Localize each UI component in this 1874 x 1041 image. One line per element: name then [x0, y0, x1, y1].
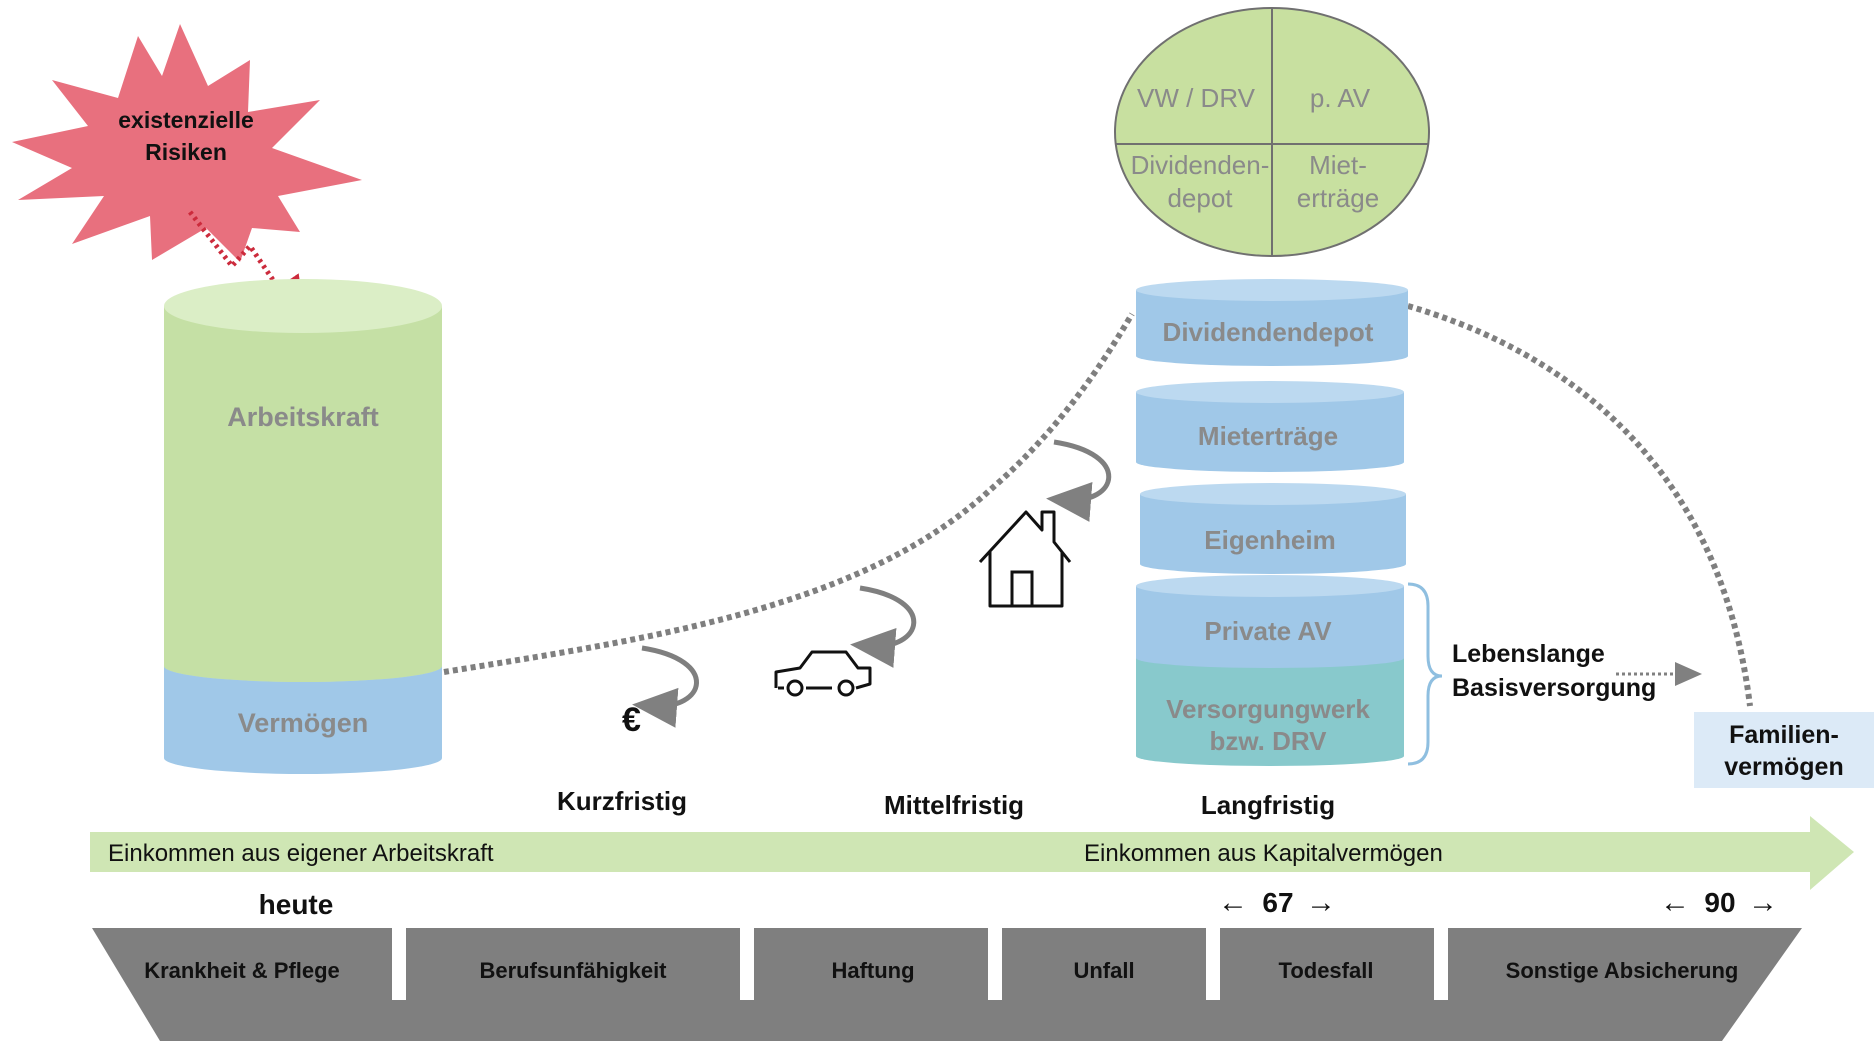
workforce-cylinder: Arbeitskraft Vermögen	[164, 279, 442, 774]
decline-curve	[1407, 303, 1753, 707]
basis-line1: Lebenslange	[1452, 640, 1605, 668]
age-67-marker: ← 67 →	[1218, 886, 1336, 919]
income-pie: VW / DRV p. AV Dividenden- depot Miet- e…	[1114, 7, 1430, 257]
vermoegen-label: Vermögen	[238, 708, 369, 738]
pie-p-av: p. AV	[1310, 83, 1371, 113]
curved-arrow-house	[1046, 439, 1112, 522]
pie-mietertraege-line1: Miet-	[1309, 150, 1367, 180]
mietertraege-label: Mieterträge	[1198, 421, 1338, 451]
horizon-long: Langfristig	[1201, 790, 1335, 820]
income-arrow: Einkommen aus eigener Arbeitskraft Einko…	[90, 816, 1854, 890]
age-67-left-arrow: ←	[1218, 886, 1248, 919]
horizon-short: Kurzfristig	[557, 786, 687, 816]
curved-arrow-euro	[632, 645, 699, 728]
curly-brace	[1407, 582, 1443, 766]
familie-line2: vermögen	[1724, 753, 1843, 781]
insurance-haftung: Haftung	[831, 958, 914, 983]
private-av-label: Private AV	[1204, 616, 1332, 646]
age-today: heute	[259, 889, 334, 920]
eigenheim-label: Eigenheim	[1204, 525, 1335, 555]
risk-burst-shape	[12, 24, 362, 262]
basis-line2: Basisversorgung	[1452, 674, 1656, 702]
pie-dividendendepot-line2: depot	[1167, 183, 1233, 213]
risk-burst-line1: existenzielle	[118, 107, 254, 133]
income-left-label: Einkommen aus eigener Arbeitskraft	[108, 840, 494, 867]
vermoegen-segment	[164, 666, 442, 774]
arbeitskraft-segment	[164, 306, 442, 682]
car-icon	[774, 650, 872, 697]
versorgungswerk-segment	[1136, 658, 1404, 766]
insurance-krankheit: Krankheit & Pflege	[144, 958, 340, 983]
private-av-segment	[1136, 586, 1404, 668]
horizon-mid: Mittelfristig	[884, 790, 1024, 820]
arbeitskraft-label: Arbeitskraft	[227, 402, 379, 432]
mietertraege-cylinder: Mieterträge	[1136, 381, 1404, 472]
pie-vw-drv: VW / DRV	[1137, 83, 1256, 113]
age-67-label: 67	[1262, 887, 1293, 918]
versorgungswerk-label-line2: bzw. DRV	[1209, 726, 1327, 756]
age-90-label: 90	[1704, 887, 1735, 918]
curved-arrow-car	[850, 585, 917, 668]
age-90-left-arrow: ←	[1660, 886, 1690, 919]
insurance-trapezoid	[92, 928, 1802, 1041]
age-67-right-arrow: →	[1306, 886, 1336, 919]
age-90-right-arrow: →	[1748, 886, 1778, 919]
basis-cylinder: Private AV Versorgungwerk bzw. DRV	[1136, 575, 1404, 766]
insurance-todesfall: Todesfall	[1279, 958, 1374, 983]
risk-burst: existenzielle Risiken	[12, 24, 362, 262]
age-90-marker: ← 90 →	[1660, 886, 1778, 919]
dividendendepot-label: Dividendendepot	[1163, 317, 1374, 347]
house-icon	[978, 510, 1072, 608]
familie-line1: Familien-	[1729, 721, 1839, 749]
insurance-unfall: Unfall	[1073, 958, 1134, 983]
familienvermoegen-box: Familien- vermögen	[1694, 712, 1874, 788]
income-right-label: Einkommen aus Kapitalvermögen	[1084, 840, 1443, 867]
dividendendepot-cylinder: Dividendendepot	[1136, 279, 1408, 366]
pie-mietertraege-line2: erträge	[1297, 183, 1379, 213]
insurance-berufsunfaehigkeit: Berufsunfähigkeit	[479, 958, 667, 983]
euro-icon: €	[622, 701, 641, 739]
risk-burst-line2: Risiken	[145, 139, 227, 165]
eigenheim-cylinder: Eigenheim	[1140, 483, 1406, 574]
insurance-foundation: Krankheit & Pflege Berufsunfähigkeit Haf…	[92, 928, 1802, 1041]
pie-dividendendepot-line1: Dividenden-	[1131, 150, 1270, 180]
versorgungswerk-label-line1: Versorgungwerk	[1166, 694, 1370, 724]
insurance-sonstige: Sonstige Absicherung	[1506, 958, 1739, 983]
growth-curve	[443, 312, 1135, 675]
arbeitskraft-top	[164, 279, 442, 333]
